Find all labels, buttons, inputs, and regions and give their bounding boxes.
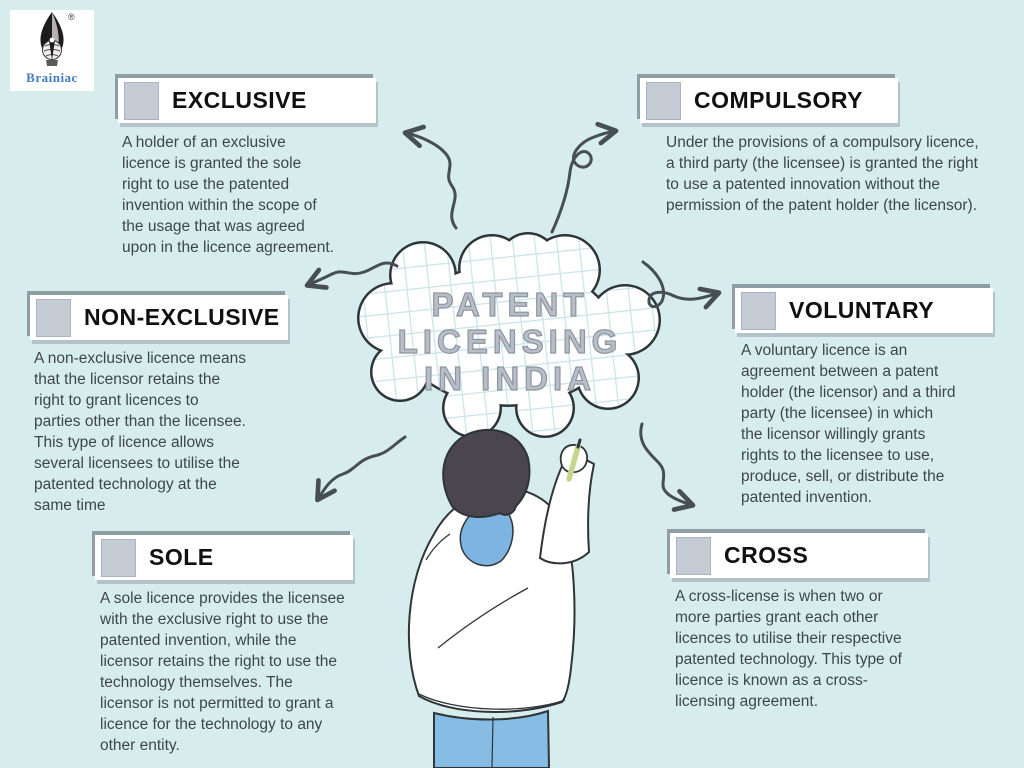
section-description: A non-exclusive licence means that the l… bbox=[34, 350, 246, 514]
pen-nib-brain-icon: ® bbox=[40, 12, 75, 66]
section-header: VOLUNTARY bbox=[735, 288, 993, 333]
section-header: CROSS bbox=[670, 533, 928, 578]
section-label: VOLUNTARY bbox=[789, 297, 935, 323]
bullet-square-icon bbox=[646, 81, 681, 120]
section-compulsory: COMPULSORY Under the provisions of a com… bbox=[640, 78, 1024, 216]
section-sole: SOLE A sole licence provides the license… bbox=[95, 535, 405, 756]
brand-name: Brainiac bbox=[26, 70, 78, 85]
section-voluntary: VOLUNTARY A voluntary licence is an agre… bbox=[735, 288, 1024, 508]
section-label: COMPULSORY bbox=[694, 87, 863, 113]
arrow-to-exclusive bbox=[402, 124, 458, 230]
section-header: EXCLUSIVE bbox=[118, 78, 376, 123]
raised-arm bbox=[538, 448, 596, 565]
hand bbox=[559, 444, 588, 474]
section-label: NON-EXCLUSIVE bbox=[84, 304, 280, 330]
section-label: CROSS bbox=[724, 542, 809, 568]
section-cross: CROSS A cross-license is when two or mor… bbox=[670, 533, 970, 712]
hoodie-body bbox=[407, 487, 576, 713]
bullet-square-icon bbox=[676, 536, 711, 575]
arrow-to-non-exclusive bbox=[304, 261, 399, 290]
section-exclusive: EXCLUSIVE A holder of an exclusive licen… bbox=[118, 78, 382, 258]
hair bbox=[442, 428, 531, 519]
brainiac-logo: ® Brainiac bbox=[10, 10, 94, 91]
section-description: A holder of an exclusive licence is gran… bbox=[122, 134, 334, 256]
pants bbox=[433, 709, 551, 768]
section-non-exclusive: NON-EXCLUSIVE A non-exclusive licence me… bbox=[30, 295, 319, 516]
bullet-square-icon bbox=[101, 538, 136, 577]
section-description: A sole licence provides the licensee wit… bbox=[100, 590, 345, 754]
bullet-square-icon bbox=[124, 81, 159, 120]
hood-lining bbox=[459, 505, 514, 567]
pen-icon bbox=[566, 438, 582, 482]
section-label: EXCLUSIVE bbox=[172, 87, 307, 113]
arrow-to-cross bbox=[639, 422, 696, 512]
section-header: COMPULSORY bbox=[640, 78, 898, 123]
section-header: SOLE bbox=[95, 535, 353, 580]
arrow-to-sole bbox=[315, 435, 407, 503]
section-description: A cross-license is when two or more part… bbox=[675, 588, 902, 710]
registered-mark: ® bbox=[68, 12, 75, 22]
section-label: SOLE bbox=[149, 544, 214, 570]
section-description: A voluntary licence is an agreement betw… bbox=[741, 342, 956, 506]
section-header: NON-EXCLUSIVE bbox=[30, 295, 288, 340]
bullet-square-icon bbox=[36, 298, 71, 337]
bullet-square-icon bbox=[741, 291, 776, 330]
arrow-to-compulsory bbox=[550, 121, 619, 234]
section-description: Under the provisions of a compulsory lic… bbox=[666, 134, 979, 214]
main-title: PATENT LICENSING IN INDIA bbox=[397, 285, 623, 397]
